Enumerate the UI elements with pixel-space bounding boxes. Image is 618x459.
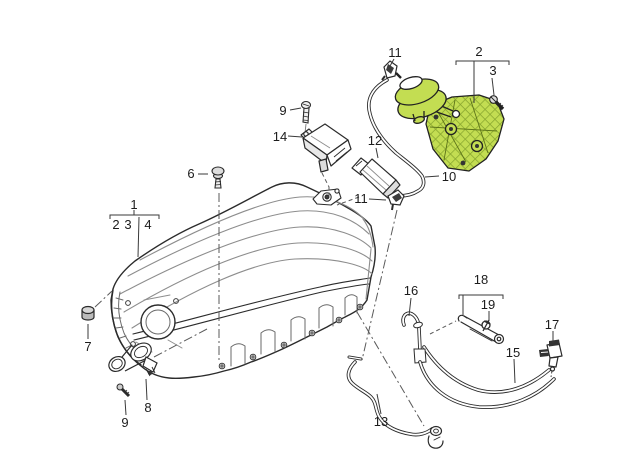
callout-2: 2 (475, 44, 482, 59)
callout-10: 10 (442, 169, 456, 184)
dash-sensor-to-port (321, 172, 330, 199)
plug-6 (211, 166, 225, 189)
callout-6: 6 (187, 166, 194, 181)
manifold-flange-bosses (218, 303, 364, 370)
leader-9a (289, 107, 302, 111)
capsule-top-cap (399, 76, 423, 90)
leader-3 (491, 77, 495, 96)
manifold-vacuum-port (312, 188, 342, 206)
leader-11b (368, 198, 387, 201)
bracket-group-1 (109, 210, 160, 219)
bracket-group-18 (458, 294, 504, 299)
leader-16 (408, 297, 412, 317)
callout-13: 13 (374, 414, 388, 429)
hose-13-end-ring (429, 425, 443, 437)
bracket-18 (457, 314, 505, 345)
hose-15 (418, 360, 556, 409)
dash-solenoid-to-port (336, 196, 360, 206)
dash-bracket-to-hose (429, 320, 457, 335)
leader-11a (389, 58, 395, 67)
connector-11-top (381, 60, 398, 81)
clip-19 (481, 319, 491, 332)
install-line-hose-13 (356, 311, 425, 427)
callout-labels: 1 2 3 4 2 3 6 7 8 9 9 10 11 11 12 13 14 … (84, 44, 559, 430)
valve-8 (108, 342, 158, 377)
hose-16-clip (413, 321, 423, 329)
screw-3 (489, 95, 505, 111)
hose-10 (367, 78, 426, 198)
install-line-solenoid-hose (361, 209, 398, 361)
valve-17 (539, 339, 563, 378)
install-line-valve-8 (153, 328, 208, 358)
callout-9a: 9 (279, 103, 286, 118)
leader-10 (424, 175, 440, 178)
leader-12 (375, 147, 379, 159)
leader-1 (137, 216, 140, 258)
callout-14: 14 (273, 129, 287, 144)
sensor-nipple (318, 158, 329, 173)
leader-13 (376, 393, 382, 415)
leader-15 (513, 358, 516, 384)
manifold-plenum-ribs (230, 294, 358, 367)
leader-14 (287, 135, 303, 138)
callout-2-sub: 2 (112, 217, 119, 232)
callout-11b: 11 (354, 191, 368, 206)
callout-3-sub: 3 (124, 217, 131, 232)
hose-16-fitting (413, 348, 427, 364)
callout-1: 1 (130, 197, 137, 212)
callout-9b: 9 (121, 415, 128, 430)
leader-9b (124, 399, 127, 416)
callout-15: 15 (506, 345, 520, 360)
install-line-cap-7 (94, 290, 113, 308)
bracket-group-2 (455, 60, 510, 65)
callout-4-sub: 4 (144, 217, 151, 232)
connector-11-mid (387, 189, 405, 211)
callout-17: 17 (545, 317, 559, 332)
actuator-assembly (394, 72, 505, 172)
callout-3: 3 (489, 63, 496, 78)
callout-8: 8 (144, 400, 151, 415)
hose-16 (401, 311, 551, 394)
install-lines (94, 193, 425, 427)
hose-13 (346, 355, 444, 449)
intake-manifold-body (110, 182, 376, 380)
callout-16: 16 (404, 283, 418, 298)
leader-8 (145, 378, 148, 401)
sensor-14 (300, 123, 352, 173)
callout-leaders (87, 58, 554, 416)
screw-9-top (300, 100, 312, 134)
callout-18: 18 (474, 272, 488, 287)
callout-12: 12 (368, 133, 382, 148)
callout-7: 7 (84, 339, 91, 354)
connection-dashes (321, 172, 457, 335)
solenoid-12 (351, 157, 401, 199)
cap-7 (81, 305, 95, 321)
callout-19: 19 (481, 297, 495, 312)
vacuum-capsule (394, 72, 447, 124)
screw-9-bottom (116, 383, 131, 398)
callout-11a: 11 (388, 45, 402, 60)
